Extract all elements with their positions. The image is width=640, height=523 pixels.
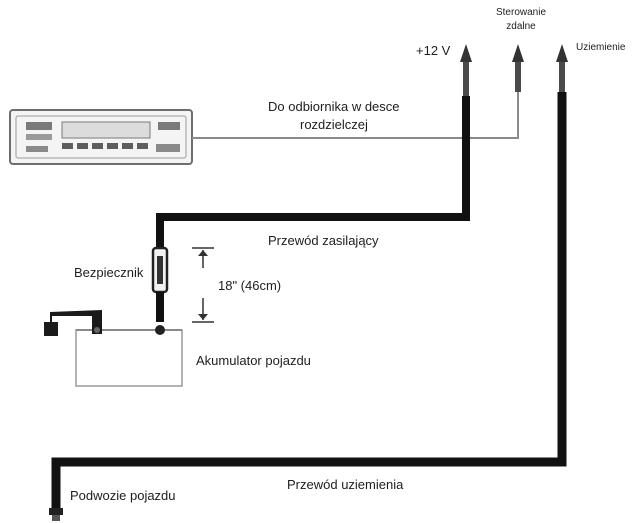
label-power-wire: Przewód zasilający	[268, 233, 379, 248]
label-ground-wire: Przewód uziemienia	[287, 477, 404, 492]
power-wire-path	[156, 96, 470, 248]
remote-arrow	[512, 44, 524, 62]
label-receiver-line2: rozdzielczej	[300, 117, 368, 132]
receiver-wire	[192, 96, 519, 139]
head-unit	[9, 109, 193, 165]
label-remote-line2: zdalne	[506, 21, 536, 32]
fuse	[151, 246, 169, 294]
label-fuse: Bezpiecznik	[74, 265, 144, 280]
ground-wire-path	[51, 92, 567, 512]
chassis-ground	[49, 508, 63, 521]
label-receiver-line1: Do odbiornika w desce	[268, 99, 400, 114]
vehicle-battery	[44, 310, 183, 387]
label-plus12v: +12 V	[416, 43, 451, 58]
ground-arrow	[556, 44, 568, 62]
plus12v-arrow	[460, 44, 472, 62]
label-remote-line1: Sterowanie	[495, 7, 547, 18]
label-chassis: Podwozie pojazdu	[70, 488, 176, 503]
label-battery: Akumulator pojazdu	[196, 353, 311, 368]
distance-indicator	[192, 247, 214, 323]
label-distance: 18" (46cm)	[218, 278, 282, 293]
label-ground-top: Uziemienie	[576, 42, 626, 53]
